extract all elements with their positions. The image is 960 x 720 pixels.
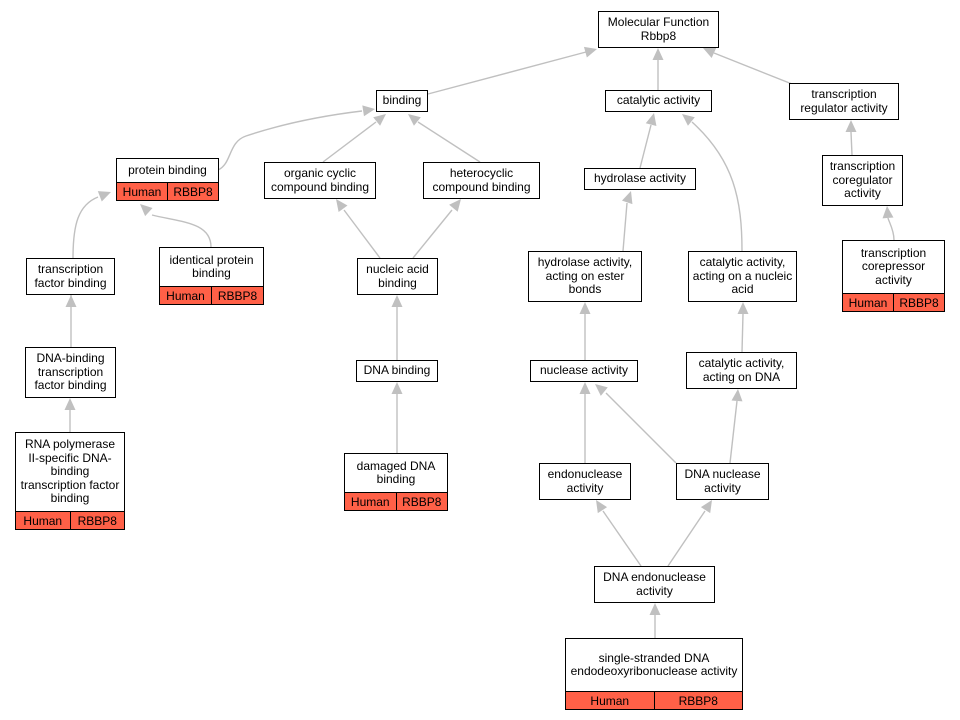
node-catalytic-activity-nucleic-acid[interactable]: catalytic activity, acting on a nucleic … (688, 251, 797, 302)
annotation-bar: Human RBBP8 (345, 492, 447, 510)
edge-line (602, 510, 642, 567)
edge-arrowhead (737, 302, 749, 314)
edge-line (639, 124, 652, 169)
edge-arrowhead (882, 206, 894, 219)
annotation-bar: Human RBBP8 (16, 511, 124, 529)
edge-arrowhead (621, 191, 633, 205)
node-ss-dna-endodeoxyribonuclease-activity[interactable]: single-stranded DNA endodeoxyribonucleas… (565, 638, 743, 710)
edge-arrowhead (703, 47, 717, 58)
edge-line (850, 131, 853, 156)
edge-arrowhead (336, 199, 348, 212)
edge-arrowhead (700, 500, 712, 514)
gene-label: RBBP8 (653, 692, 743, 709)
node-hydrolase-activity-ester-bonds[interactable]: hydrolase activity, acting on ester bond… (528, 251, 642, 302)
species-label: Human (166, 288, 205, 303)
edge-arrowhead (449, 199, 461, 212)
edge-arrowhead (391, 382, 403, 394)
edge-arrowhead (645, 113, 657, 126)
edge-arrowhead (682, 114, 695, 126)
edge-arrowhead (579, 302, 591, 314)
edge-arrowhead (583, 46, 597, 58)
edge-line (343, 209, 381, 259)
edge-arrowhead (845, 120, 857, 132)
annotation-bar: Human RBBP8 (117, 182, 218, 200)
node-catalytic-activity-dna[interactable]: catalytic activity, acting on DNA (686, 352, 797, 389)
node-organic-cyclic-compound-binding[interactable]: organic cyclic compound binding (264, 162, 376, 199)
edge-line (151, 214, 212, 248)
node-damaged-dna-binding[interactable]: damaged DNA binding Human RBBP8 (344, 453, 448, 511)
edge-arrowhead (652, 48, 664, 60)
species-label: Human (122, 184, 162, 199)
edge-line (412, 209, 453, 259)
node-hydrolase-activity[interactable]: hydrolase activity (584, 168, 696, 190)
edge-line (713, 52, 793, 85)
node-nucleic-acid-binding[interactable]: nucleic acid binding (357, 258, 438, 295)
node-catalytic-activity[interactable]: catalytic activity (605, 90, 712, 112)
node-nuclease-activity[interactable]: nuclease activity (530, 360, 638, 382)
node-transcription-corepressor-activity[interactable]: transcription corepressor activity Human… (842, 240, 945, 312)
edge-line (72, 196, 99, 259)
node-transcription-factor-binding[interactable]: transcription factor binding (26, 258, 115, 295)
species-label: Human (350, 494, 390, 509)
node-dna-nuclease-activity[interactable]: DNA nuclease activity (676, 463, 769, 500)
node-endonuclease-activity[interactable]: endonuclease activity (539, 463, 631, 500)
species-label: Human (23, 513, 63, 528)
annotation-bar: Human RBBP8 (566, 691, 742, 709)
root-gene: Rbbp8 (640, 28, 677, 43)
edge-line (322, 121, 377, 163)
node-transcription-regulator-activity[interactable]: transcription regulator activity (789, 83, 899, 120)
species-label: Human (590, 693, 630, 708)
node-transcription-coregulator-activity[interactable]: transcription coregulator activity (822, 155, 903, 206)
node-dna-binding[interactable]: DNA binding (356, 360, 438, 382)
node-protein-binding[interactable]: protein binding Human RBBP8 (116, 158, 219, 201)
edge-line (667, 510, 706, 567)
edge-line (691, 121, 743, 252)
gene-label: RBBP8 (211, 287, 263, 304)
edge-arrowhead (596, 500, 608, 514)
edge-arrowhead (731, 389, 743, 402)
edge-line (605, 392, 677, 464)
edge-line (729, 400, 738, 464)
edge-line (887, 217, 895, 241)
annotation-bar: Human RBBP8 (160, 286, 263, 304)
edge-arrowhead (391, 295, 403, 307)
node-dna-endonuclease-activity[interactable]: DNA endonuclease activity (594, 566, 715, 603)
edge-arrowhead (140, 204, 153, 217)
annotation-bar: Human RBBP8 (843, 293, 944, 311)
edge-arrowhead (579, 382, 591, 394)
edge-line (427, 51, 587, 95)
node-identical-protein-binding[interactable]: identical protein binding Human RBBP8 (159, 247, 264, 305)
edge-arrowhead (373, 114, 386, 126)
gene-label: RBBP8 (167, 183, 218, 200)
edge-arrowhead (65, 295, 77, 307)
edge-arrowhead (97, 191, 111, 202)
root-title: Molecular Function (607, 15, 710, 29)
gene-label: RBBP8 (395, 493, 448, 510)
species-label: Human (848, 295, 888, 310)
edge-arrowhead (649, 603, 661, 615)
edge-line (741, 313, 744, 353)
gene-label: RBBP8 (69, 512, 125, 529)
edge-arrowhead (64, 398, 76, 410)
gene-label: RBBP8 (893, 294, 944, 311)
edge-line (417, 121, 481, 163)
node-rna-pol-ii-tf-binding[interactable]: RNA polymerase II-specific DNA-binding t… (15, 432, 125, 530)
edge-arrowhead (408, 114, 421, 126)
node-dna-binding-tf-binding[interactable]: DNA-binding transcription factor binding (25, 347, 116, 398)
node-binding[interactable]: binding (376, 90, 428, 112)
node-heterocyclic-compound-binding[interactable]: heterocyclic compound binding (423, 162, 540, 199)
edge-arrowhead (595, 384, 608, 396)
edge-line (217, 110, 363, 171)
edge-line (622, 202, 628, 252)
edge-arrowhead (362, 105, 375, 117)
